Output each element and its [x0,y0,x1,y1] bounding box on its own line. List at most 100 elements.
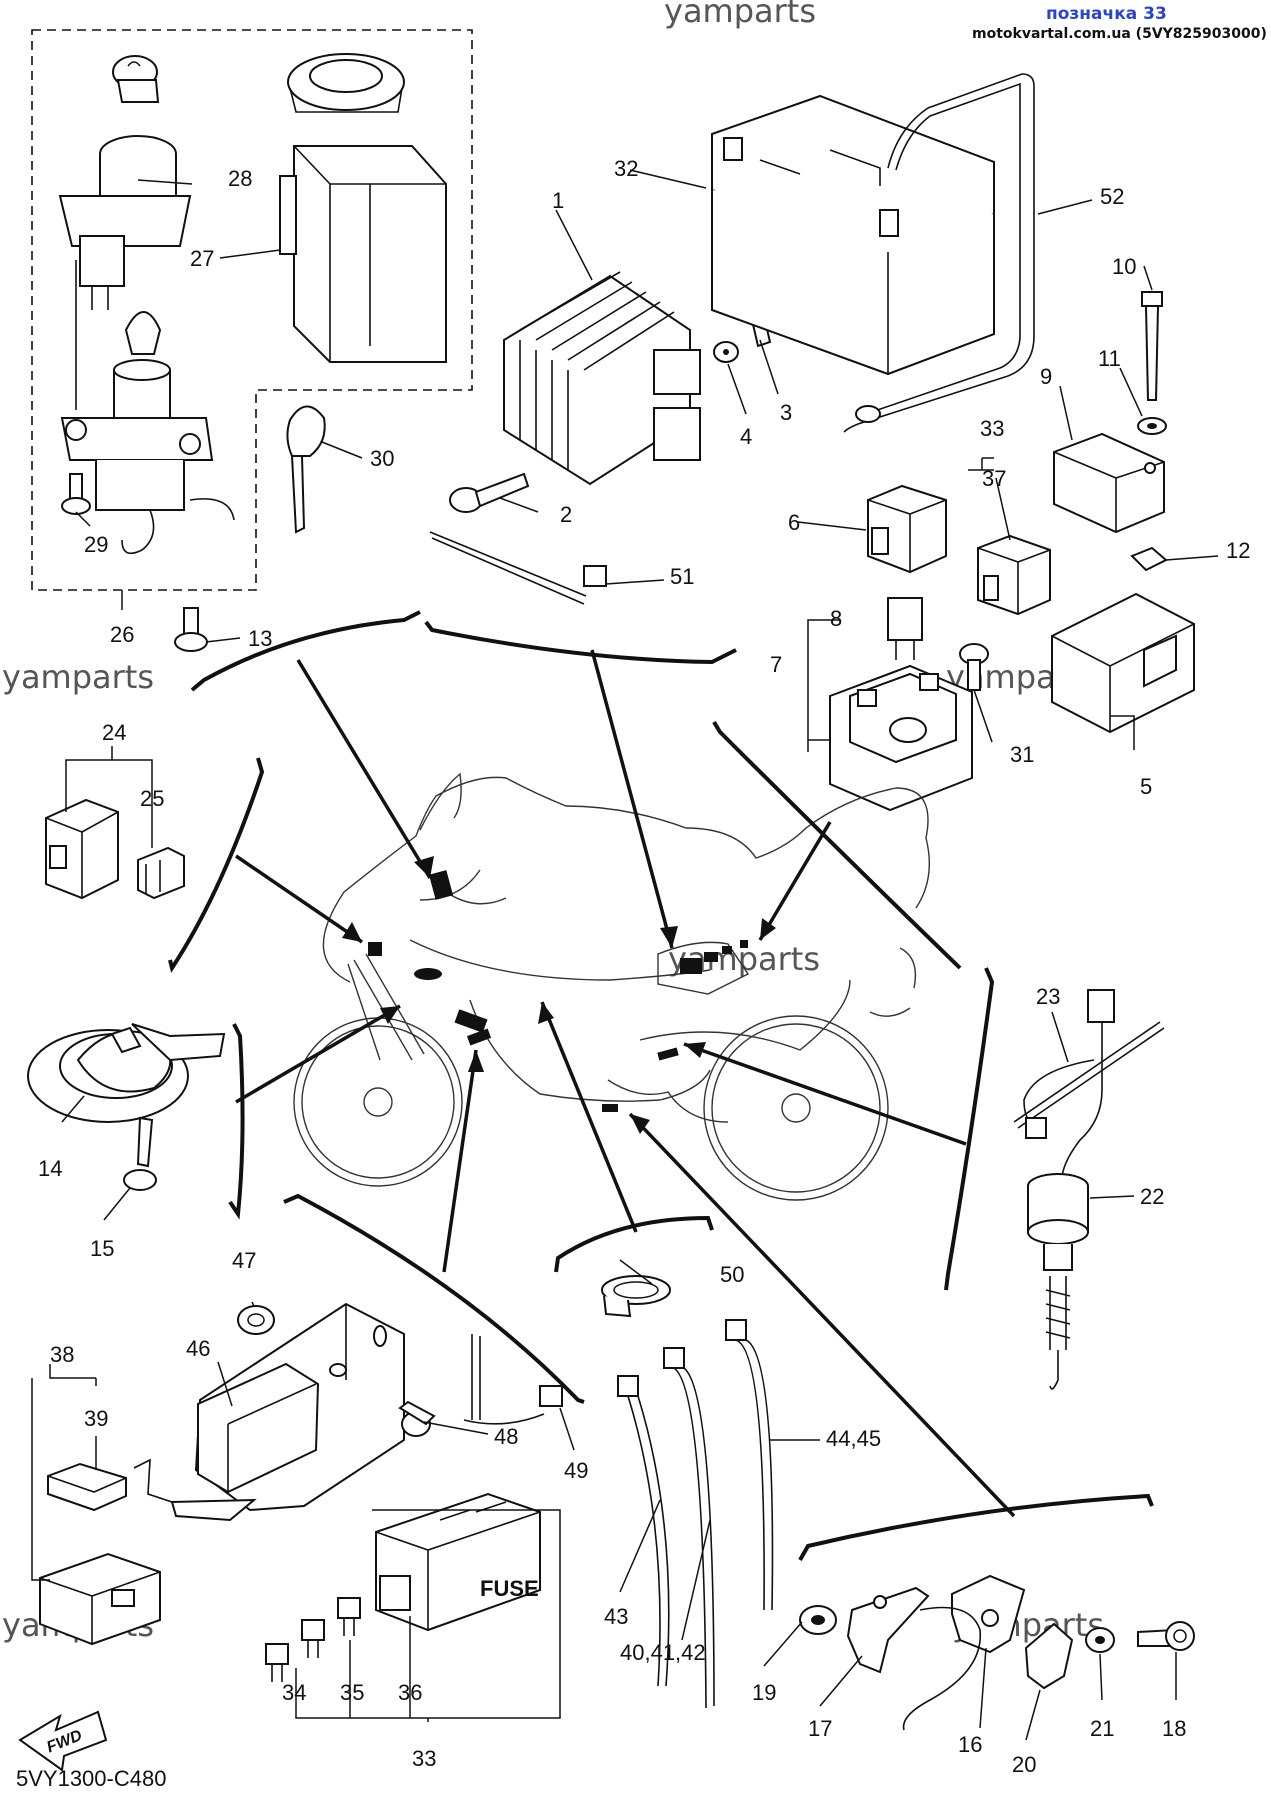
bolt-10 [1141,291,1163,401]
rectifier-regulator [503,271,701,486]
callout-12: 12 [1226,538,1250,563]
callout-7: 7 [770,652,782,677]
relay-37 [977,534,1051,616]
bracket-12 [1130,546,1168,572]
callout-43: 43 [604,1604,628,1629]
washer-11 [1137,417,1167,435]
relay-9 [1053,432,1165,534]
washer-47 [237,1305,275,1335]
washer-4 [713,341,739,363]
callout-46: 46 [186,1336,210,1361]
battery [711,94,995,376]
seat-lock-cylinder [112,55,160,103]
callout-44-45: 44,45 [826,1426,881,1451]
callout-31: 31 [1010,742,1034,767]
arrowheads [342,856,776,1134]
callout-32: 32 [614,156,638,181]
bracket-17 [846,1586,930,1674]
watermark: yamparts [2,658,155,696]
starter-relay [829,664,973,812]
callout-15: 15 [90,1236,114,1261]
callout-47: 47 [232,1248,256,1273]
screw-13 [174,607,208,652]
callout-4: 4 [740,424,752,449]
callout-49: 49 [564,1458,588,1483]
callout-52: 52 [1100,184,1124,209]
callout-2: 2 [560,502,572,527]
band-49 [463,1334,563,1425]
callout-39: 39 [84,1406,108,1431]
callout-5: 5 [1140,774,1152,799]
callout-50: 50 [720,1262,744,1287]
callout-9: 9 [1040,364,1052,389]
header-site: motokvartal.com.ua (5VY825903000) [972,26,1267,42]
fuel-tank-cap [287,53,405,113]
watermark: yamparts [664,0,817,30]
callout-19: 19 [752,1680,776,1705]
main-switch [58,135,192,410]
callout-17: 17 [808,1716,832,1741]
callout-numbers: 1 2 3 4 5 6 7 8 9 10 11 12 13 14 15 16 1… [38,156,1250,1777]
horn [27,1023,226,1123]
callout-35: 35 [340,1680,364,1705]
lock-set-box [31,29,473,591]
relay-6 [867,484,947,574]
callout-34: 34 [282,1680,306,1705]
callout-38: 38 [50,1342,74,1367]
fwd-arrow-icon: FWD [18,1710,108,1772]
pointer-lines [235,649,1016,1518]
collar-19 [799,1605,837,1635]
fuses-34-36 [265,1597,361,1682]
callout-21: 21 [1090,1716,1114,1741]
washer-21 [1085,1627,1115,1653]
callout-3: 3 [780,400,792,425]
diagram-code: 5VY1300-C480 [16,1766,166,1791]
battery-cable [843,73,1035,433]
callout-37: 37 [982,466,1006,491]
bolt-31 [959,643,989,691]
callout-23: 23 [1036,984,1060,1009]
callout-29: 29 [84,532,108,557]
bolt-15 [123,1116,157,1191]
bolt-18 [1137,1621,1195,1651]
blank-key [286,405,326,534]
callout-48: 48 [494,1424,518,1449]
bracket-46 [197,1362,320,1494]
ignition-switch [60,311,235,555]
header-label: позначка 33 [1046,4,1167,24]
relay-5 [1051,592,1195,734]
bolt-48 [398,1400,436,1437]
cable-tie-43 [617,1375,670,1687]
callout-25: 25 [140,786,164,811]
section-arcs [168,610,1154,1561]
ecu-unit [279,145,447,363]
location-marks [368,870,748,1112]
callout-27: 27 [190,246,214,271]
callout-33-bottom: 33 [412,1746,436,1771]
screw-29 [61,473,91,515]
callout-40-41-42: 40,41,42 [620,1640,706,1665]
clamp-50 [601,1275,671,1318]
bracket-16 [902,1574,1026,1731]
relay-24 [45,798,119,900]
callout-36: 36 [398,1680,422,1705]
relay-39 [47,1462,127,1512]
motorcycle-outline [293,772,931,1201]
callout-18: 18 [1162,1716,1186,1741]
callout-20: 20 [1012,1752,1036,1777]
callout-10: 10 [1112,254,1136,279]
callout-22: 22 [1140,1184,1164,1209]
fuse-box: FUSE [375,1492,541,1632]
callout-14: 14 [38,1156,62,1181]
callout-8: 8 [830,606,842,631]
callout-30: 30 [370,446,394,471]
callout-33-top: 33 [980,416,1004,441]
fuse-8 [887,597,923,660]
callout-24: 24 [102,720,126,745]
sidestand-switch-20 [1024,1622,1074,1690]
leader-lines [31,169,1219,1741]
neutral-switch [1027,1173,1089,1390]
callout-13: 13 [248,626,272,651]
relay-25 [137,846,185,900]
